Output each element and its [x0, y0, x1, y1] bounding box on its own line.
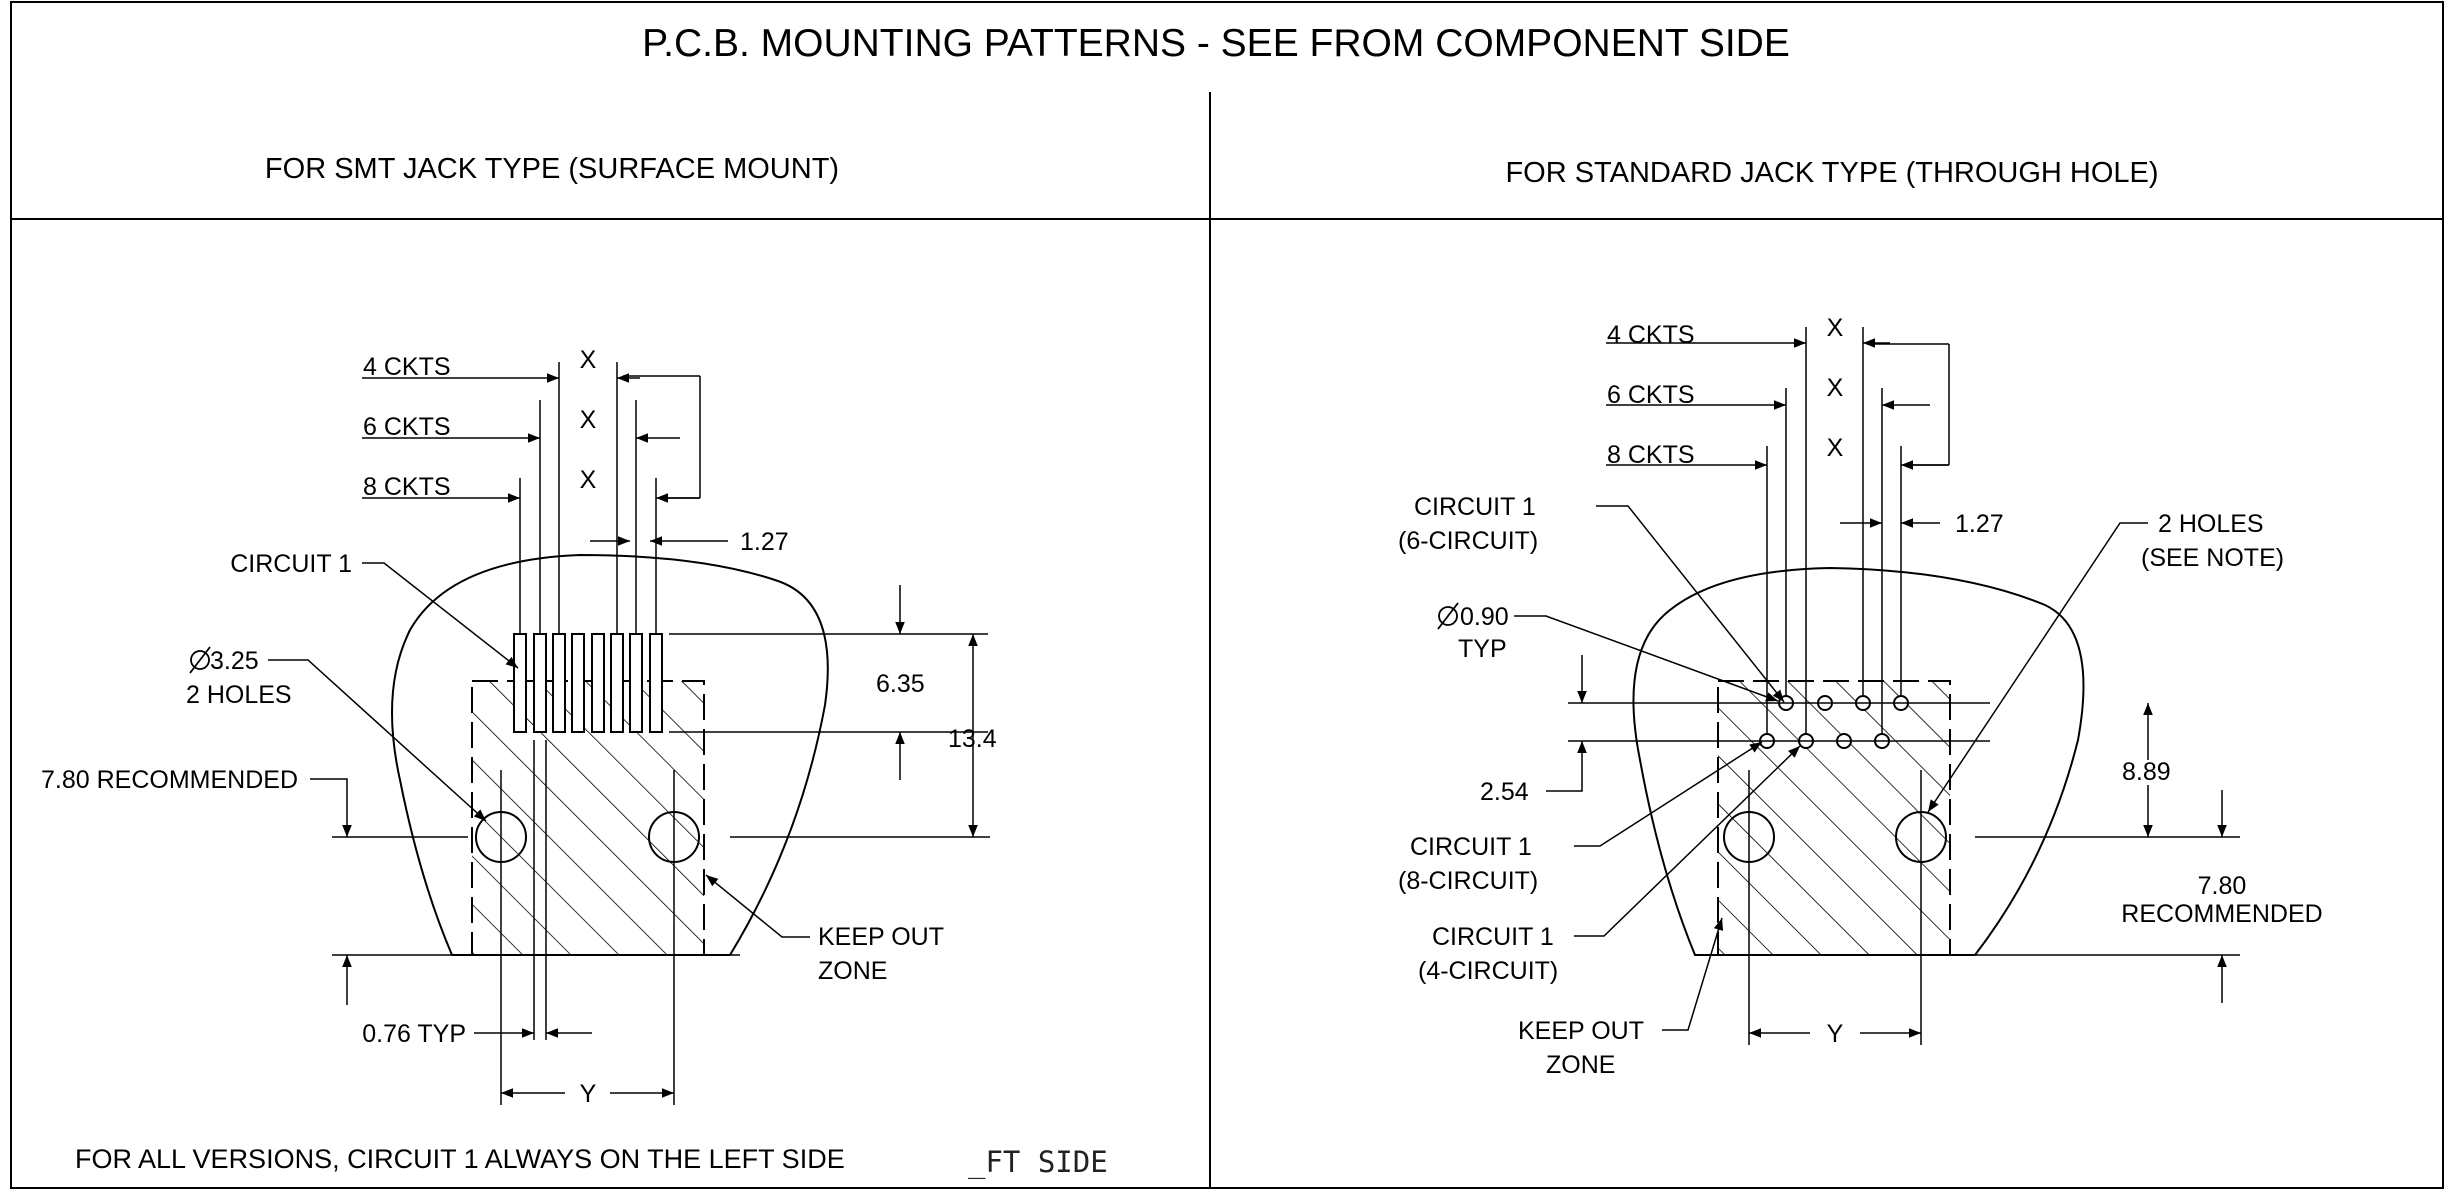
- through-hole-pattern: 4 CKTS 6 CKTS 8 CKTS X X X 1.27 CIRCUIT …: [1398, 314, 2323, 1079]
- th-hole-typ: TYP: [1458, 635, 1507, 663]
- th-y-dim: Y: [1827, 1020, 1844, 1048]
- smt-pad-width-dim: 0.76 TYP: [362, 1020, 466, 1048]
- right-heading: FOR STANDARD JACK TYPE (THROUGH HOLE): [1505, 157, 2158, 189]
- smt-x-dim-6: X: [580, 406, 597, 434]
- th-circuit1-6-label: CIRCUIT 1: [1414, 493, 1536, 521]
- th-x-dim-6: X: [1827, 374, 1844, 402]
- drawing-frame: [10, 1, 2444, 1189]
- note-fragment: _FT SIDE: [968, 1145, 1108, 1180]
- left-heading: FOR SMT JACK TYPE (SURFACE MOUNT): [265, 153, 839, 185]
- smt-6ckts-label: 6 CKTS: [363, 413, 451, 441]
- th-6ckts-label: 6 CKTS: [1607, 381, 1695, 409]
- th-keep-out-zone: [1717, 680, 1951, 956]
- smt-pad: [610, 633, 624, 733]
- th-dim-889: 8.89: [2122, 758, 2171, 786]
- smt-circuit1-label: CIRCUIT 1: [230, 550, 352, 578]
- smt-pad: [571, 633, 585, 733]
- th-keep-out-label: KEEP OUT: [1518, 1017, 1644, 1045]
- smt-hole-count: 2 HOLES: [186, 681, 292, 709]
- page-title: P.C.B. MOUNTING PATTERNS - SEE FROM COMP…: [642, 22, 1790, 65]
- th-diameter-symbol-icon: [1437, 602, 1459, 630]
- smt-y-dim: Y: [580, 1080, 597, 1108]
- th-x-dim-4: X: [1827, 314, 1844, 342]
- th-pitch-dim: 1.27: [1955, 510, 2004, 538]
- smt-keep-out-zone: [471, 680, 705, 956]
- th-holes-note: 2 HOLES: [2158, 510, 2264, 538]
- th-dim-254: 2.54: [1480, 778, 1529, 806]
- smt-x-dim-4: X: [580, 346, 597, 374]
- th-x-dim-8: X: [1827, 434, 1844, 462]
- smt-pitch-dim: 1.27: [740, 528, 789, 556]
- th-circuit1-4-label-2: (4-CIRCUIT): [1418, 957, 1558, 985]
- th-holes-note-2: (SEE NOTE): [2141, 544, 2284, 572]
- smt-pad: [591, 633, 605, 733]
- smt-hole-diameter: 3.25: [210, 647, 259, 675]
- circuit-note: FOR ALL VERSIONS, CIRCUIT 1 ALWAYS ON TH…: [75, 1144, 845, 1174]
- smt-x-dim-8: X: [580, 466, 597, 494]
- th-circuit1-8-label-2: (8-CIRCUIT): [1398, 867, 1538, 895]
- smt-pad: [629, 633, 643, 733]
- smt-recommended-dim: 7.80 RECOMMENDED: [41, 766, 298, 794]
- th-8ckts-label: 8 CKTS: [1607, 441, 1695, 469]
- smt-pattern: 4 CKTS 6 CKTS 8 CKTS X X X 1.27 CIRCUIT …: [41, 346, 1108, 1180]
- th-keep-out-label-2: ZONE: [1546, 1051, 1615, 1079]
- smt-keep-out-label-2: ZONE: [818, 957, 887, 985]
- smt-pad: [533, 633, 547, 733]
- th-hole-diameter: 0.90: [1460, 603, 1509, 631]
- th-recommended-dim: 7.80: [2198, 872, 2247, 900]
- smt-dim-134: 13.4: [948, 725, 997, 753]
- smt-pad: [513, 633, 527, 733]
- th-recommended-dim-2: RECOMMENDED: [2121, 900, 2322, 928]
- smt-keep-out-label: KEEP OUT: [818, 923, 944, 951]
- th-jack-outline: [1632, 566, 2085, 956]
- smt-pad: [552, 633, 566, 733]
- smt-4ckts-label: 4 CKTS: [363, 353, 451, 381]
- th-circuit1-4-label: CIRCUIT 1: [1432, 923, 1554, 951]
- th-circuit1-8-label: CIRCUIT 1: [1410, 833, 1532, 861]
- th-circuit1-6-label-2: (6-CIRCUIT): [1398, 527, 1538, 555]
- th-4ckts-label: 4 CKTS: [1607, 321, 1695, 349]
- smt-diameter-symbol-icon: [189, 646, 211, 674]
- smt-pad: [649, 633, 663, 733]
- smt-8ckts-label: 8 CKTS: [363, 473, 451, 501]
- smt-dim-635: 6.35: [876, 670, 925, 698]
- smt-jack-outline: [391, 553, 829, 956]
